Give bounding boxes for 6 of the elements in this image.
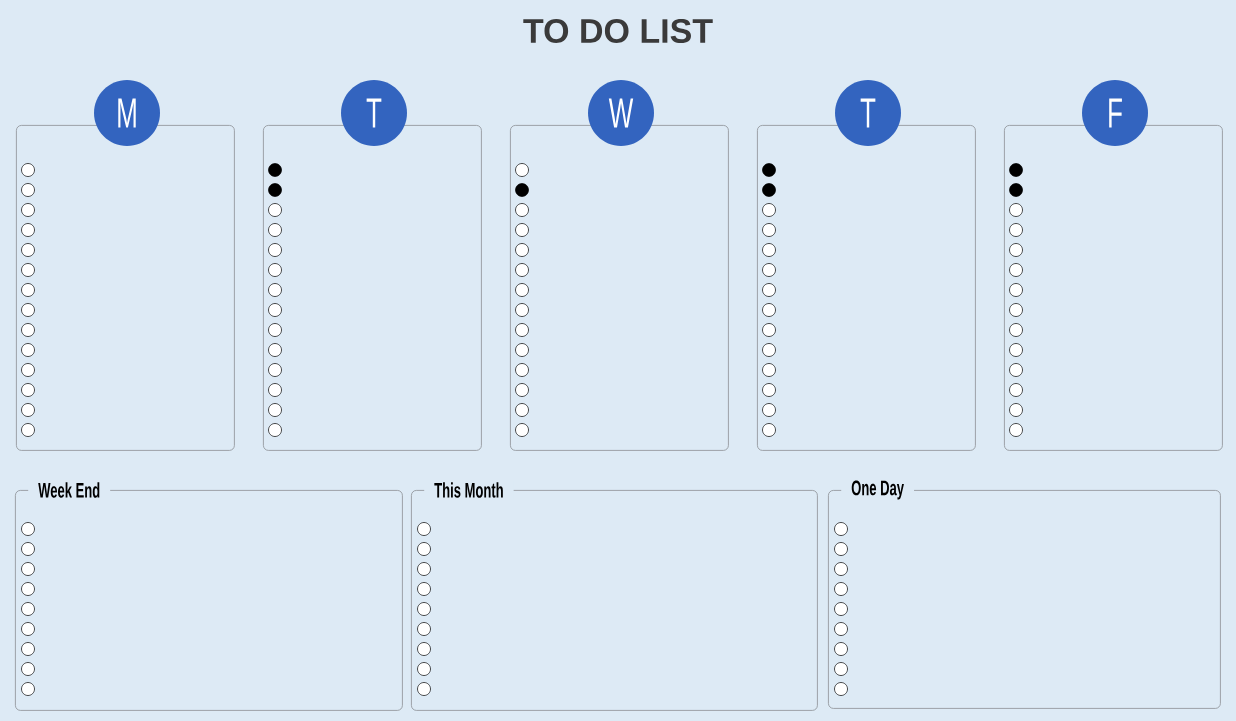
day-badge: T: [835, 80, 901, 146]
day-badge: T: [341, 80, 407, 146]
title: TO DO LIST: [523, 18, 713, 44]
day-badge: W: [588, 80, 654, 146]
day-badge: F: [1082, 80, 1148, 146]
day-badge: M: [94, 80, 160, 146]
